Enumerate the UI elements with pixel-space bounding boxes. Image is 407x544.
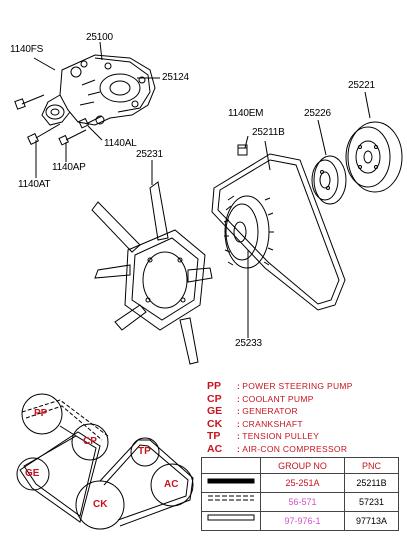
pump-pulley-illustration bbox=[345, 121, 403, 193]
part-label-25233: 25233 bbox=[235, 338, 262, 349]
fan-clutch-illustration bbox=[223, 195, 274, 269]
group-cell: 25-251A bbox=[260, 473, 345, 493]
legend-abbr: GE bbox=[207, 405, 223, 417]
line-sample-cell bbox=[201, 492, 261, 512]
pnc-cell: 25211B bbox=[344, 473, 399, 493]
legend-desc: TENSION PULLEY bbox=[242, 431, 320, 441]
legend-abbr: CP bbox=[207, 393, 222, 405]
legend-colon: : bbox=[237, 431, 240, 441]
group-cell: 97-976-1 bbox=[260, 511, 345, 531]
table-row: 97-976-1 97713A bbox=[201, 511, 399, 531]
part-label-25231: 25231 bbox=[136, 149, 163, 160]
part-label-25221: 25221 bbox=[348, 80, 375, 91]
table-header-group: GROUP NO bbox=[260, 457, 345, 474]
line-sample-cell bbox=[201, 511, 261, 531]
legend-row-ge: GE: GENERATOR bbox=[207, 405, 298, 417]
pulley-label-tp: TP bbox=[138, 446, 151, 457]
legend-colon: : bbox=[237, 381, 240, 391]
table-header-row: GROUP NO PNC bbox=[201, 457, 399, 474]
line-sample-cell bbox=[201, 473, 261, 493]
legend-abbr: TP bbox=[207, 430, 221, 442]
table-row: 25-251A 25211B bbox=[201, 473, 399, 493]
legend-abbr: PP bbox=[207, 380, 222, 392]
part-label-25100: 25100 bbox=[86, 32, 113, 43]
pulley-label-pp: PP bbox=[34, 408, 48, 419]
legend-desc: POWER STEERING PUMP bbox=[242, 381, 353, 391]
pulley-label-ge: GE bbox=[25, 468, 40, 479]
legend-row-ac: AC: AIR-CON COMPRESSOR bbox=[207, 443, 347, 455]
legend-colon: : bbox=[237, 394, 240, 404]
part-label-25226: 25226 bbox=[304, 108, 331, 119]
table-row: 56-571 57231 bbox=[201, 492, 399, 512]
group-cell: 56-571 bbox=[260, 492, 345, 512]
part-label-1140at: 1140AT bbox=[18, 179, 51, 190]
v-belt-illustration bbox=[211, 153, 346, 311]
legend-row-tp: TP: TENSION PULLEY bbox=[207, 430, 319, 442]
part-label-1140ap: 1140AP bbox=[52, 162, 86, 173]
pnc-cell: 57231 bbox=[344, 492, 399, 512]
part-label-25211b: 25211B bbox=[252, 127, 285, 138]
leader-lines bbox=[33, 41, 371, 338]
group-table: GROUP NO PNC 25-251A 25211B 56-571 57231… bbox=[201, 457, 399, 531]
legend-desc: GENERATOR bbox=[242, 406, 298, 416]
pulley-label-ac: AC bbox=[164, 479, 179, 490]
part-label-1140al: 1140AL bbox=[104, 138, 137, 149]
legend-row-cp: CP: COOLANT PUMP bbox=[207, 393, 314, 405]
bolts-illustration bbox=[14, 94, 248, 156]
belt-layout-diagram bbox=[16, 393, 194, 530]
legend-colon: : bbox=[237, 406, 240, 416]
tension-pulley-illustration bbox=[311, 155, 347, 205]
pulley-label-cp: CP bbox=[83, 436, 97, 447]
cooling-fan-illustration bbox=[91, 181, 213, 365]
legend-desc: CRANKSHAFT bbox=[242, 419, 303, 429]
pulley-label-ck: CK bbox=[93, 499, 108, 510]
legend-abbr: AC bbox=[207, 443, 223, 455]
legend-desc: COOLANT PUMP bbox=[242, 394, 314, 404]
legend-row-pp: PP: POWER STEERING PUMP bbox=[207, 380, 353, 392]
part-label-25124: 25124 bbox=[162, 72, 189, 83]
table-header-pnc: PNC bbox=[344, 457, 399, 474]
legend-colon: : bbox=[237, 444, 240, 454]
legend-desc: AIR-CON COMPRESSOR bbox=[242, 444, 348, 454]
water-pump-illustration bbox=[41, 54, 156, 126]
legend-row-ck: CK: CRANKSHAFT bbox=[207, 418, 303, 430]
legend-abbr: CK bbox=[207, 418, 223, 430]
part-label-1140fs: 1140FS bbox=[10, 44, 44, 55]
legend-colon: : bbox=[237, 419, 240, 429]
table-header-line bbox=[201, 457, 261, 474]
pnc-cell: 97713A bbox=[344, 511, 399, 531]
part-label-1140em: 1140EM bbox=[228, 108, 264, 119]
